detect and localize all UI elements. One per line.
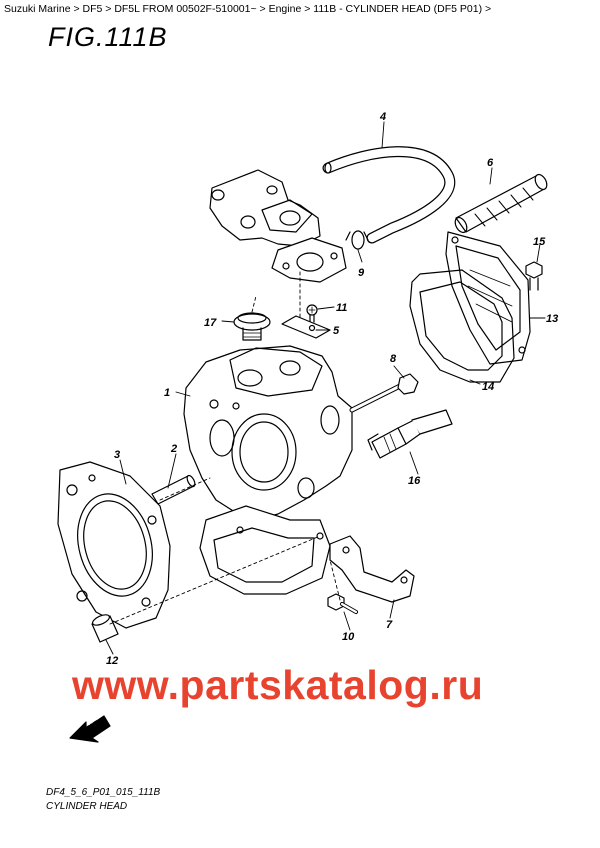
diagram-caption: CYLINDER HEAD — [46, 801, 128, 812]
callout-5[interactable]: 5 — [333, 325, 340, 337]
callout-8[interactable]: 8 — [390, 353, 397, 365]
callout-11[interactable]: 11 — [336, 302, 347, 314]
callout-16[interactable]: 16 — [408, 475, 421, 487]
breadcrumb-separator: > — [256, 3, 269, 15]
callout-10[interactable]: 10 — [342, 631, 355, 643]
spark-plug-drawing[interactable] — [367, 409, 453, 459]
head-gasket-drawing[interactable] — [57, 461, 171, 629]
breadcrumb-separator: > — [482, 3, 492, 15]
callout-1[interactable]: 1 — [164, 387, 170, 399]
cylinder-head-drawing[interactable] — [183, 345, 353, 595]
callout-3[interactable]: 3 — [114, 449, 120, 461]
hose-clip-part-drawing[interactable] — [345, 230, 369, 250]
breadcrumb-item-engine[interactable]: Engine — [268, 3, 302, 15]
callout-13[interactable]: 13 — [546, 313, 558, 325]
callout-6[interactable]: 6 — [487, 157, 494, 169]
callout-15[interactable]: 15 — [533, 236, 546, 248]
breadcrumb-separator: > — [301, 3, 314, 15]
callout-12[interactable]: 12 — [106, 655, 118, 667]
diagram-code: DF4_5_6_P01_015_111B — [46, 787, 161, 798]
callout-9[interactable]: 9 — [358, 267, 365, 279]
water-outlet-cover-drawing — [209, 169, 347, 283]
dowel-12-drawing[interactable] — [91, 613, 119, 643]
callout-7[interactable]: 7 — [386, 619, 393, 631]
breadcrumb-item-df5[interactable]: DF5 — [82, 3, 103, 15]
screw-11-drawing[interactable] — [306, 304, 318, 323]
dowel-pin-drawing[interactable] — [151, 474, 196, 505]
watermark: www.partskatalog.ru — [72, 662, 484, 708]
breadcrumb-separator: > — [102, 3, 115, 15]
plate-part-drawing[interactable] — [281, 315, 331, 339]
bolt-10-drawing[interactable] — [327, 593, 358, 614]
cover-gasket-drawing[interactable] — [409, 269, 515, 383]
callout-14[interactable]: 14 — [482, 381, 494, 393]
bolt-15-drawing[interactable] — [525, 261, 543, 291]
breadcrumb-item-suzuki-marine[interactable]: Suzuki Marine — [4, 3, 71, 15]
cylinder-head-cover-drawing[interactable] — [445, 231, 531, 365]
leader-lines — [105, 121, 546, 655]
callout-2[interactable]: 2 — [170, 443, 177, 455]
hose-part-drawing[interactable] — [322, 146, 456, 244]
callout-labels: 4 6 15 13 14 8 9 11 5 17 1 2 3 16 7 10 1… — [106, 111, 558, 667]
breadcrumb: Suzuki Marine > DF5 > DF5L FROM 00502F-5… — [4, 3, 491, 15]
callout-4[interactable]: 4 — [379, 111, 386, 123]
breadcrumb-separator: > — [70, 3, 83, 15]
thermostat-part-drawing[interactable] — [233, 312, 271, 341]
bracket-part-drawing[interactable] — [329, 535, 415, 603]
callout-17[interactable]: 17 — [204, 317, 217, 329]
breadcrumb-item-model[interactable]: DF5L FROM 00502F-510001~ — [114, 3, 257, 15]
tube-part-drawing[interactable] — [453, 173, 549, 235]
bolt-8-drawing[interactable] — [349, 373, 419, 413]
figure-title: FIG.111B — [48, 22, 168, 52]
breadcrumb-item-current[interactable]: 111B - CYLINDER HEAD (DF5 P01) — [313, 3, 483, 15]
fwd-arrow-icon: FWD — [69, 715, 111, 743]
